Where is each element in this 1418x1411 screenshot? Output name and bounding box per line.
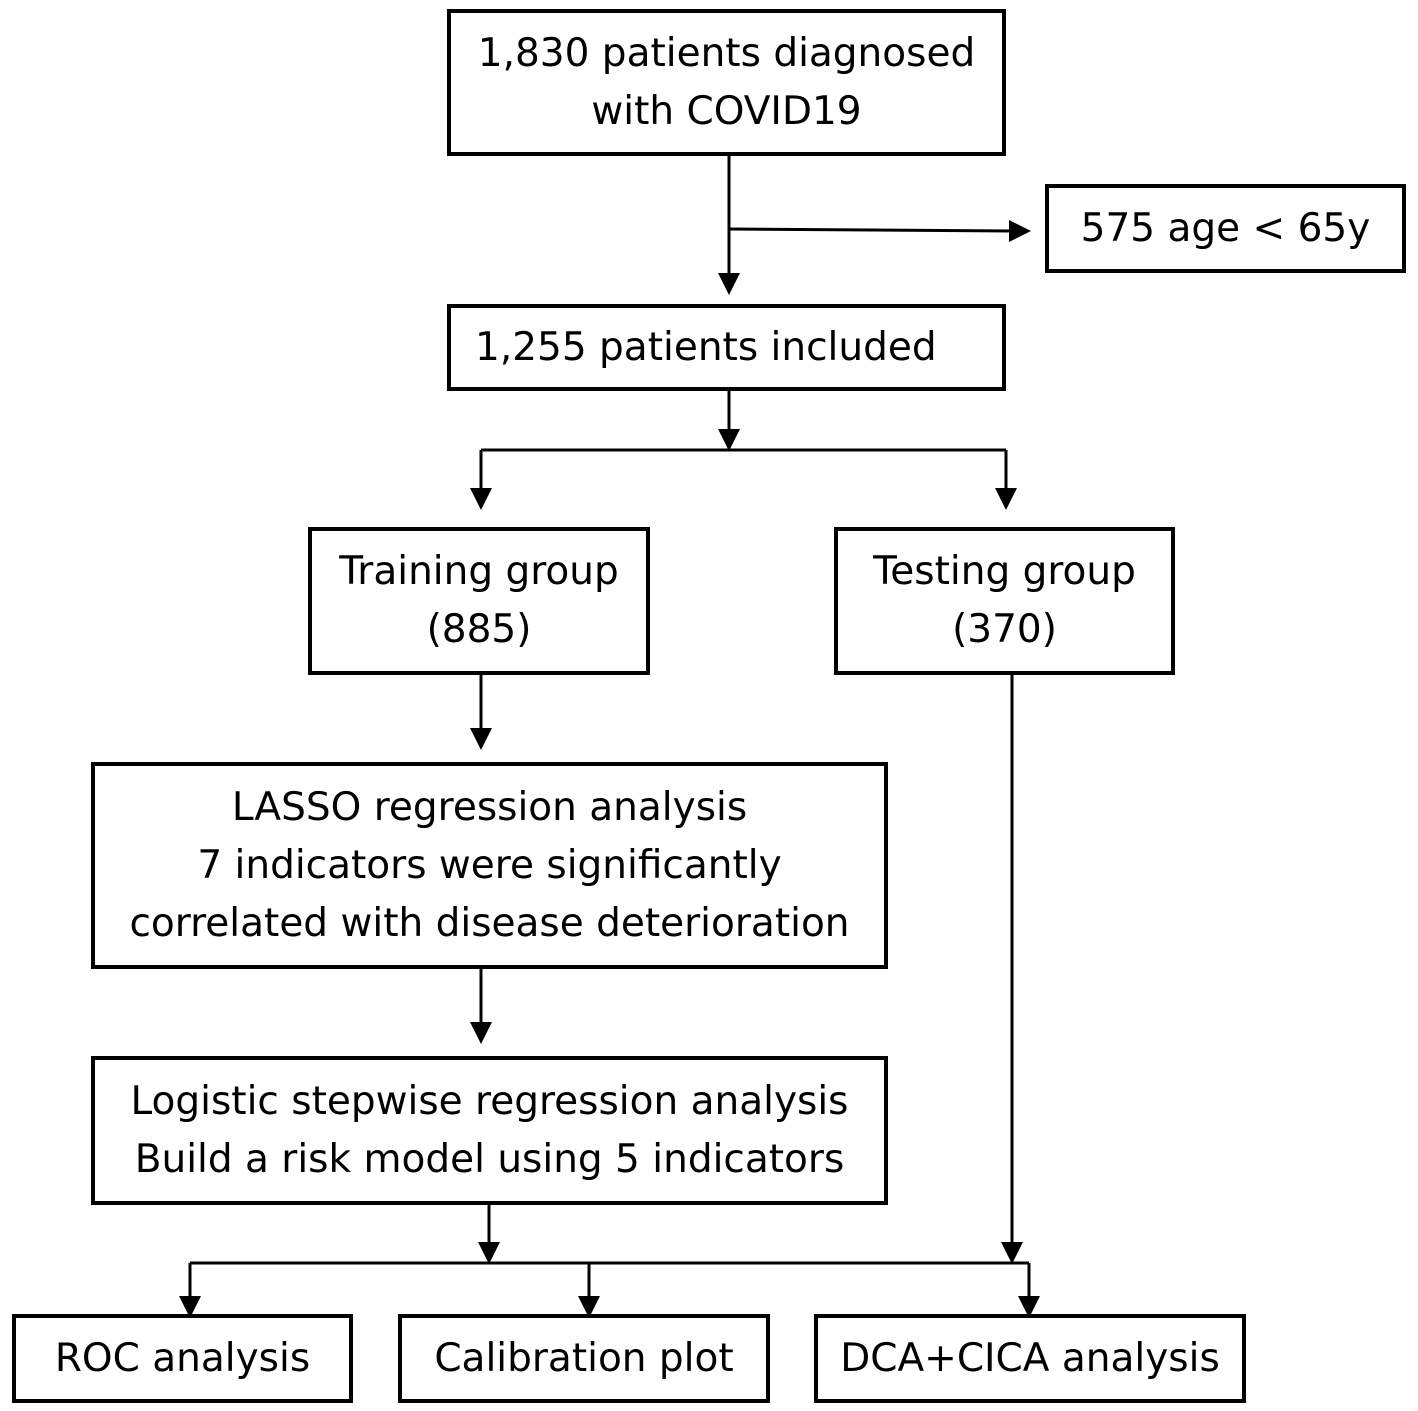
- box-training-group: Training group (885): [308, 527, 650, 675]
- box-excluded-line-1: 575 age < 65y: [1080, 205, 1371, 251]
- arrowhead-to-calibration: [578, 1296, 600, 1318]
- box-logistic-line-2: Build a risk model using 5 indicators: [134, 1136, 845, 1182]
- box-diagnosed-line-2: with COVID19: [591, 88, 862, 134]
- box-lasso-regression: LASSO regression analysis 7 indicators w…: [91, 762, 888, 969]
- box-excluded-patients: 575 age < 65y: [1045, 184, 1406, 273]
- arrowhead-testing-merge: [1001, 1242, 1023, 1264]
- arrowhead-to-included: [718, 273, 740, 295]
- arrowhead-to-excluded: [1009, 220, 1031, 242]
- box-diagnosed-line-1: 1,830 patients diagnosed: [477, 30, 976, 76]
- box-dca-cica-analysis: DCA+CICA analysis: [814, 1314, 1246, 1403]
- arrowhead-to-dca: [1018, 1296, 1040, 1318]
- box-testing-group: Testing group (370): [834, 527, 1175, 675]
- box-diagnosed-patients: 1,830 patients diagnosed with COVID19: [447, 9, 1006, 156]
- arrowhead-to-testing: [995, 488, 1017, 510]
- box-included-patients: 1,255 patients included: [447, 304, 1006, 391]
- box-roc-analysis: ROC analysis: [12, 1314, 353, 1403]
- box-calibration-plot: Calibration plot: [398, 1314, 770, 1403]
- box-roc-line-1: ROC analysis: [54, 1335, 311, 1381]
- arrowhead-to-split: [718, 429, 740, 451]
- box-lasso-line-2: 7 indicators were significantly: [197, 842, 782, 888]
- box-training-line-1: Training group: [339, 549, 619, 594]
- box-included-line-1: 1,255 patients included: [475, 324, 937, 370]
- arrowhead-to-lasso: [470, 728, 492, 750]
- box-calibration-line-1: Calibration plot: [434, 1335, 734, 1381]
- box-dca-line-1: DCA+CICA analysis: [840, 1335, 1220, 1381]
- arrowhead-to-training: [470, 488, 492, 510]
- connector-exclusion-branch: [728, 227, 1013, 233]
- box-testing-line-1: Testing group: [873, 549, 1136, 594]
- box-testing-line-2: (370): [952, 607, 1057, 652]
- box-logistic-line-1: Logistic stepwise regression analysis: [130, 1078, 849, 1124]
- box-logistic-regression: Logistic stepwise regression analysis Bu…: [91, 1056, 888, 1205]
- box-lasso-line-1: LASSO regression analysis: [231, 784, 748, 830]
- box-lasso-line-3: correlated with disease deterioration: [129, 900, 850, 946]
- box-training-line-2: (885): [426, 607, 532, 652]
- arrowhead-logistic-merge: [478, 1242, 500, 1264]
- arrowhead-to-roc: [179, 1296, 201, 1318]
- arrowhead-to-logistic: [470, 1022, 492, 1044]
